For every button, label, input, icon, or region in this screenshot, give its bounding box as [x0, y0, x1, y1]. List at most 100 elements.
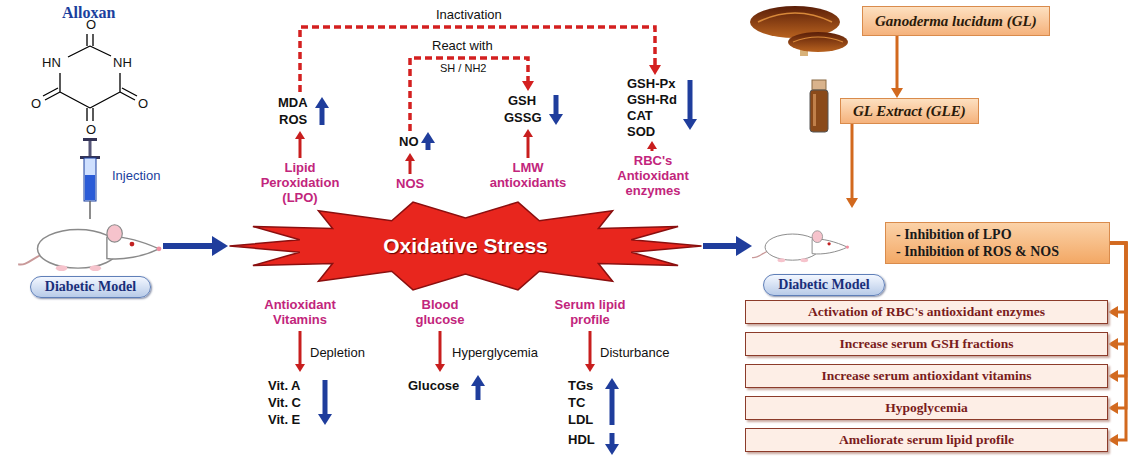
- red-effect-arrow-head: [295, 364, 305, 372]
- effect-label: Depletion: [310, 345, 365, 360]
- connector-line: [896, 36, 899, 91]
- dashed-arrow-head: [522, 81, 534, 91]
- syringe-icon: [80, 138, 100, 219]
- alloxan-structure: [87, 108, 93, 121]
- blue-trend-arrow-head: [605, 444, 619, 455]
- connector-arrow: [1108, 243, 1126, 414]
- alloxan-structure: [120, 88, 137, 100]
- blue-trend-arrow: [323, 380, 328, 414]
- connector-line: [1110, 243, 1126, 312]
- blue-trend-arrow-head: [605, 378, 619, 389]
- marker-label: CAT: [627, 108, 653, 123]
- blue-trend-arrow-head: [471, 375, 485, 386]
- outcome-box: Hypoglycemia: [745, 396, 1108, 420]
- syringe-icon: [85, 175, 95, 200]
- marker-label: ROS: [279, 112, 307, 127]
- atom-label: O: [86, 122, 96, 137]
- marker-label: TGs: [568, 378, 593, 393]
- category-label: Serum lipid profile: [545, 297, 635, 327]
- extract-vial: [813, 94, 816, 126]
- category-label: NOS: [396, 176, 424, 191]
- blue-trend-arrow-head: [549, 114, 563, 125]
- connector-arrow: [1108, 243, 1126, 318]
- connector-line: [1110, 243, 1126, 440]
- dashed-arrow-head: [649, 65, 661, 75]
- arrow-head: [1108, 338, 1118, 350]
- category-label: Lipid Peroxidation (LPO): [252, 160, 348, 205]
- category-label: LMW antioxidants: [482, 160, 574, 190]
- line-label: React with: [432, 38, 493, 53]
- atom-label: O: [86, 17, 96, 32]
- connector-arrow: [703, 236, 752, 256]
- connector-line: [1110, 243, 1126, 408]
- arrow-head: [1108, 402, 1118, 414]
- node-text: GL Extract (GLE): [853, 103, 966, 120]
- node-text: Ganoderma lucidum (GL): [875, 13, 1037, 30]
- mushroom-figure: [793, 37, 843, 42]
- alloxan-structure: [43, 88, 60, 100]
- connector-arrow: [846, 124, 858, 208]
- alloxan-structure: [87, 34, 93, 46]
- red-effect-arrow: [299, 331, 302, 364]
- blue-trend-arrow-head: [683, 119, 697, 130]
- connector-line: [703, 243, 741, 249]
- mushroom-figure: [750, 6, 848, 56]
- red-effect-arrow: [527, 137, 530, 158]
- atom-label: HN: [42, 55, 61, 70]
- starburst-shape: [230, 202, 702, 290]
- node-text: Ameliorate serum lipid profile: [839, 432, 1014, 448]
- node-text: Increase serum antioxidant vitamins: [821, 368, 1031, 384]
- outcome-box: Increase serum GSH fractions: [745, 332, 1108, 356]
- red-effect-arrow-head: [647, 141, 657, 149]
- extract-vial: [810, 80, 828, 132]
- node-text: - Inhibition of ROS & NOS: [896, 243, 1099, 260]
- arrow-head: [846, 198, 858, 208]
- outcome-box: Ameliorate serum lipid profile: [745, 428, 1108, 452]
- connector-arrow: [1108, 243, 1126, 446]
- outcome-box: Activation of RBC's antioxidant enzymes: [745, 300, 1108, 324]
- effect-label: Disturbance: [600, 345, 669, 360]
- marker-label: GSH-Rd: [627, 92, 677, 107]
- connector-arrow: [1108, 243, 1126, 350]
- red-effect-arrow-head: [295, 131, 305, 139]
- node-text: Hypoglycemia: [885, 400, 968, 416]
- node-text: Activation of RBC's antioxidant enzymes: [808, 304, 1045, 320]
- atom-label: O: [138, 96, 148, 111]
- blue-trend-arrow: [688, 80, 693, 119]
- blue-trend-arrow-head: [315, 97, 329, 108]
- line-label: SH / NH2: [440, 62, 486, 74]
- red-effect-arrow: [589, 331, 592, 364]
- rat-figure: [752, 231, 849, 262]
- red-effect-arrow: [299, 139, 302, 158]
- arrow-head: [736, 236, 752, 256]
- effect-label: Hyperglycemia: [452, 345, 538, 360]
- effect-box: - Inhibition of LPO- Inhibition of ROS &…: [885, 222, 1110, 264]
- node-text: Diabetic Model: [30, 276, 151, 298]
- red-effect-arrow: [409, 161, 412, 174]
- line-label: Inactivation: [436, 7, 502, 22]
- extract-box: GL Extract (GLE): [840, 98, 979, 124]
- starburst-node: Oxidative Stress: [228, 200, 703, 292]
- node-text: Increase serum GSH fractions: [839, 336, 1013, 352]
- connector-line: [1110, 243, 1126, 376]
- category-label: Blood glucose: [400, 297, 480, 327]
- rat-figure: [752, 231, 849, 262]
- marker-label: HDL: [568, 432, 595, 447]
- connector-arrow: [163, 236, 228, 256]
- extract-vial: [812, 80, 826, 90]
- connector-arrow: [891, 36, 903, 98]
- step-label: Injection: [112, 168, 160, 183]
- rat-figure: [18, 225, 161, 271]
- marker-label: Vit. C: [268, 395, 301, 410]
- marker-label: GSH: [508, 93, 536, 108]
- blue-trend-arrow: [610, 433, 615, 444]
- marker-label: MDA: [278, 95, 308, 110]
- extract-vial: [810, 90, 828, 132]
- syringe-icon: [89, 141, 92, 157]
- inactivation-dashed-arrow: [300, 27, 655, 131]
- category-label: Antioxidant Vitamins: [252, 297, 348, 327]
- connector-line: [1110, 243, 1126, 344]
- marker-label: GSSG: [504, 110, 542, 125]
- syringe-icon: [83, 138, 97, 141]
- mushroom-figure: [758, 13, 832, 22]
